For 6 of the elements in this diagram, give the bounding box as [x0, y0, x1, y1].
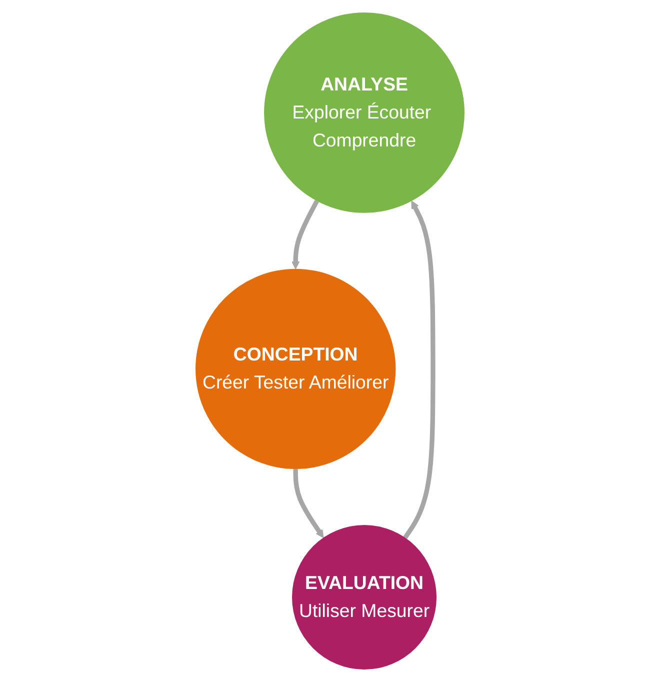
node-circle: ANALYSE Explorer Écouter Comprendre: [264, 12, 464, 213]
arrow: [291, 200, 319, 270]
node-circle: EVALUATION Utiliser Mesurer: [292, 525, 437, 670]
arrow: [403, 200, 436, 539]
arrow: [293, 469, 324, 538]
node-circle: CONCEPTION Créer Tester Améliorer: [196, 268, 396, 470]
